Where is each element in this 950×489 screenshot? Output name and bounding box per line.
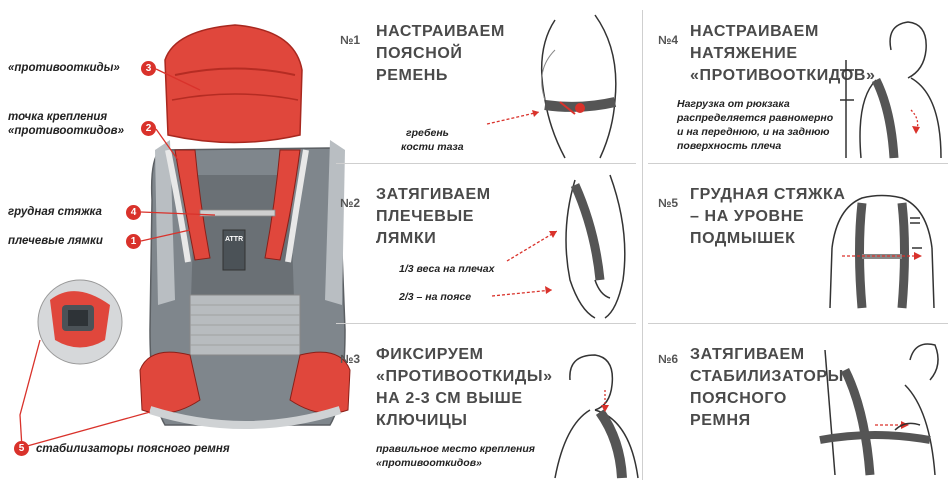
label-anchor-point-1: точка крепления [8, 111, 108, 123]
marker-1: 1 [126, 234, 141, 249]
step-4-note-3: и на переднюю, и на заднюю [677, 126, 830, 138]
label-anchor-point-2: «противооткидов» [8, 125, 124, 137]
step-1-note-1: гребень [406, 127, 449, 139]
brand-tag: ATTR [225, 236, 244, 243]
step-4-title-2: НАТЯЖЕНИЕ [690, 45, 798, 62]
step-1-arrow [486, 110, 540, 125]
step-2-figure [565, 174, 626, 319]
step-2-note-b: 2/3 – на поясе [399, 291, 472, 303]
step-1-note-2: кости таза [401, 141, 464, 153]
label-anti-lift: «противооткиды» [8, 62, 120, 74]
step-4-note-1: Нагрузка от рюкзака [677, 98, 790, 110]
step-1-title-3: РЕМЕНЬ [376, 67, 448, 84]
step-2-number: №2 [340, 196, 361, 210]
step-3-note-1: правильное место крепления [376, 443, 535, 455]
step-2-title-3: ЛЯМКИ [376, 230, 437, 247]
step-2-note-a: 1/3 веса на плечах [399, 263, 495, 275]
step-4-title-3: «ПРОТИВООТКИДОВ» [690, 67, 876, 84]
step-3-title-2: «ПРОТИВООТКИДЫ» [376, 368, 553, 385]
step-1-title-1: НАСТРАИВАЕМ [376, 23, 505, 40]
step-2-title-1: ЗАТЯГИВАЕМ [376, 186, 491, 203]
step-1-number: №1 [340, 33, 361, 47]
step-3-title-4: КЛЮЧИЦЫ [376, 412, 468, 429]
step-4-figure [840, 21, 942, 159]
divider [648, 0, 948, 164]
step-6-title-2: СТАБИЛИЗАТОРЫ [690, 368, 844, 385]
marker-5: 5 [14, 441, 29, 456]
step-2-arrow-a [506, 230, 558, 262]
divider [648, 163, 948, 324]
step-5-number: №5 [658, 196, 679, 210]
step-3-title-1: ФИКСИРУЕМ [376, 346, 484, 363]
step-6-title-1: ЗАТЯГИВАЕМ [690, 346, 805, 363]
vertical-divider [642, 10, 643, 480]
marker-2: 2 [141, 121, 156, 136]
marker-4: 4 [126, 205, 141, 220]
step-6-figure [819, 343, 939, 476]
step-6-number: №6 [658, 352, 679, 366]
label-hip-stabilizers: стабилизаторы поясного ремня [36, 443, 230, 455]
step-1-figure [540, 14, 617, 159]
step-4-note-4: поверхность плеча [677, 140, 782, 152]
step-2-title-2: ПЛЕЧЕВЫЕ [376, 208, 475, 225]
label-chest-strap: грудная стяжка [8, 206, 102, 218]
step-3-figure [554, 354, 639, 479]
step-5-title-1: ГРУДНАЯ СТЯЖКА [690, 186, 846, 203]
backpack-drawing [19, 24, 351, 449]
step-5-title-3: ПОДМЫШЕК [690, 230, 796, 247]
divider [336, 0, 636, 164]
step-3-title-3: НА 2-3 СМ ВЫШЕ [376, 390, 523, 407]
label-shoulder-straps: плечевые лямки [8, 235, 103, 247]
step-6-title-3: ПОЯСНОГО [690, 390, 787, 407]
step-1-title-2: ПОЯСНОЙ [376, 45, 463, 62]
step-6-title-4: РЕМНЯ [690, 412, 751, 429]
step-3-note-2: «противооткидов» [376, 457, 482, 469]
step-4-title-1-text: НАСТРАИВАЕМ [690, 23, 819, 40]
step-3-number: №3 [340, 352, 361, 366]
step-5-title-2: – НА УРОВНЕ [690, 208, 805, 225]
step-2-arrow-b [491, 286, 553, 297]
step-4-number: №4 [658, 33, 679, 47]
step-5-figure [829, 194, 935, 309]
divider [336, 163, 636, 324]
marker-3: 3 [141, 61, 156, 76]
step-4-note-2: распределяется равномерно [677, 112, 834, 124]
